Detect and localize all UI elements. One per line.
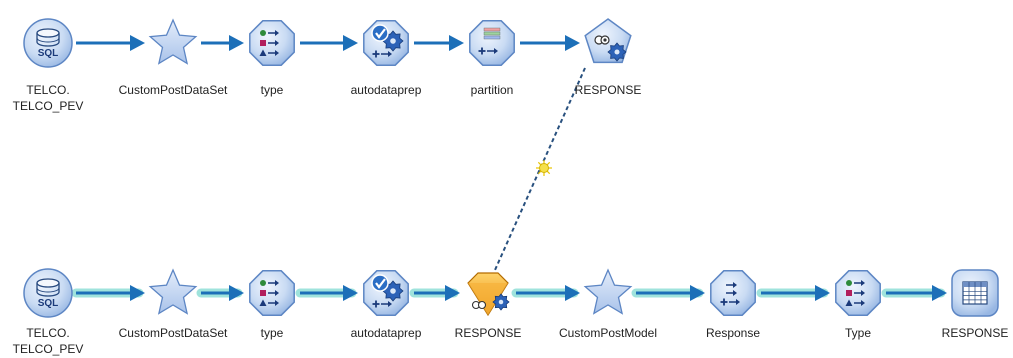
node-label: Response <box>706 325 760 341</box>
node-label-line: TELCO_PEV <box>12 99 84 113</box>
autodataprep-icon <box>363 20 409 66</box>
node-label-line: CustomPostModel <box>558 326 658 340</box>
filter-icon <box>710 270 756 316</box>
sql-icon-text: SQL <box>38 48 59 59</box>
type-icon <box>249 20 295 66</box>
star-icon <box>583 268 633 315</box>
node-label-line: RESPONSE <box>574 83 642 97</box>
model-builder-icon <box>584 18 632 64</box>
database-sql-icon: SQL <box>23 18 73 68</box>
database-source-node[interactable]: SQL <box>23 18 73 68</box>
node-label: CustomPostDataSet <box>119 82 228 98</box>
node-label: autodataprep <box>351 82 422 98</box>
filter-node[interactable] <box>710 270 756 316</box>
node-label: RESPONSE <box>942 325 1009 341</box>
node-label: Type <box>845 325 871 341</box>
star-icon <box>148 268 198 315</box>
node-label: partition <box>471 82 514 98</box>
star-icon <box>148 18 198 65</box>
node-label: TELCO. TELCO_PEV <box>13 82 84 114</box>
connection-arrow[interactable] <box>409 285 460 301</box>
type-node[interactable] <box>249 20 295 66</box>
node-label-line: TELCO. <box>26 83 70 97</box>
model-nugget-icon <box>467 272 510 317</box>
type-node[interactable] <box>835 270 881 316</box>
autodataprep-icon <box>363 270 409 316</box>
connection-arrow[interactable] <box>71 285 145 301</box>
node-label-line: TELCO. <box>26 326 70 340</box>
node-label-line: partition <box>470 83 514 97</box>
node-label: CustomPostModel <box>559 325 657 341</box>
node-label: TELCO. TELCO_PEV <box>13 325 84 357</box>
sql-icon-text: SQL <box>38 298 59 309</box>
node-label-line: Response <box>705 326 761 340</box>
connection-arrow[interactable] <box>520 35 580 51</box>
custom-star-node[interactable] <box>583 268 633 315</box>
node-label-line: type <box>260 326 284 340</box>
model-nugget-node[interactable] <box>467 272 510 317</box>
model-link[interactable] <box>494 67 586 271</box>
custom-star-node[interactable] <box>148 268 198 315</box>
partition-icon <box>469 20 515 66</box>
node-label-line: Type <box>844 326 872 340</box>
connection-arrow[interactable] <box>300 35 358 51</box>
connection-arrow[interactable] <box>414 35 464 51</box>
model-builder-node[interactable] <box>584 18 632 64</box>
node-label: RESPONSE <box>455 325 522 341</box>
node-label-line: RESPONSE <box>454 326 522 340</box>
link-sun-icon <box>536 160 552 176</box>
connection-arrow[interactable] <box>76 35 145 51</box>
table-output-node[interactable] <box>951 269 999 317</box>
connection-arrow[interactable] <box>201 35 244 51</box>
node-label-line: RESPONSE <box>941 326 1009 340</box>
autodataprep-node[interactable] <box>363 270 409 316</box>
node-label: autodataprep <box>351 325 422 341</box>
node-label: type <box>261 325 284 341</box>
connection-arrow[interactable] <box>196 285 244 301</box>
custom-star-node[interactable] <box>148 18 198 65</box>
type-icon <box>835 270 881 316</box>
connection-arrow[interactable] <box>631 285 705 301</box>
connection-arrow[interactable] <box>511 285 580 301</box>
node-label: CustomPostDataSet <box>119 325 228 341</box>
node-label: type <box>261 82 284 98</box>
type-icon <box>249 270 295 316</box>
autodataprep-node[interactable] <box>363 20 409 66</box>
type-node[interactable] <box>249 270 295 316</box>
connection-arrow[interactable] <box>756 285 830 301</box>
node-label-line: autodataprep <box>350 83 422 97</box>
node-label-line: autodataprep <box>350 326 422 340</box>
node-label-line: type <box>260 83 284 97</box>
table-icon <box>951 269 999 317</box>
node-label: RESPONSE <box>575 82 642 98</box>
database-sql-icon: SQL <box>23 268 73 318</box>
connection-arrow[interactable] <box>881 285 947 301</box>
database-source-node[interactable]: SQL <box>23 268 73 318</box>
node-label-line: CustomPostDataSet <box>118 326 228 340</box>
node-label-line: CustomPostDataSet <box>118 83 228 97</box>
node-label-line: TELCO_PEV <box>12 342 84 356</box>
partition-node[interactable] <box>469 20 515 66</box>
connection-arrow[interactable] <box>295 285 358 301</box>
